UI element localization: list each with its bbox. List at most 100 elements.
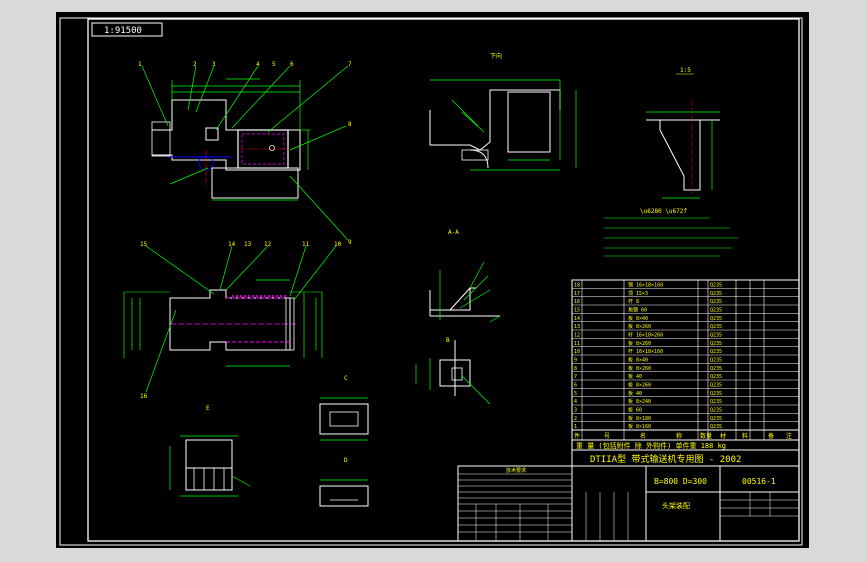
bom-item-name: 钢 16×18×160 [628,282,663,289]
plan-view[interactable]: 15 14 13 12 11 10 16 [123,241,342,400]
main-side-view[interactable]: 1 2 3 4 5 6 7 8 9 [138,61,352,246]
bom-item-name: 板 8×260 [628,382,651,389]
bom-item-material: Q235 [710,333,722,339]
bom-item-material: Q235 [710,324,722,330]
svg-text:10: 10 [334,241,342,248]
part-name: 头架装配 [662,501,690,510]
bom-item-number: 15 [574,308,580,314]
section-a-view[interactable]: A-A [429,229,501,323]
svg-text:11: 11 [302,241,310,248]
svg-text:2: 2 [193,61,197,68]
bom-item-material: Q235 [710,408,722,414]
svg-text:9: 9 [348,239,352,246]
bom-item-material: Q235 [710,374,722,380]
bottom-left-view[interactable]: E [169,405,251,497]
section-label: A-A [448,229,459,236]
bom-item-name: 板 8×40 [628,315,648,322]
svg-text:3: 3 [212,61,216,68]
view-c[interactable]: C [319,375,369,441]
svg-text:13: 13 [244,241,252,248]
bom-item-name: 板 8×260 [628,323,651,330]
bom-item-name: 杆 16×18×160 [628,348,663,355]
detail-b-view[interactable]: B [415,337,491,405]
svg-text:14: 14 [228,241,236,248]
bom-item-material: Q235 [710,391,722,397]
bom-item-number: 18 [574,283,580,289]
bom-item-name: 板 40 [628,373,642,380]
bom-header-cell: 备 [768,432,774,440]
bom-item-material: Q235 [710,308,722,314]
bom-item-number: 16 [574,299,580,305]
bom-header-cell: 号 [604,433,610,440]
svg-text:7: 7 [348,61,352,68]
view-c-label: C [344,375,348,382]
bom-item-number: 13 [574,324,580,330]
bom-header-cell: 材 [720,432,726,440]
bom-item-number: 9 [574,358,577,364]
top-right-view[interactable]: 下向 [429,52,577,171]
drawing-spec: B=800 D=300 [654,477,707,486]
bom-item-number: 1 [574,424,577,430]
bom-item-material: Q235 [710,424,722,430]
bom-item-number: 14 [574,316,580,322]
bom-item-name: 板 8×40 [628,357,648,364]
tech-notes: \u6280 \u672f [604,208,738,257]
bom-header-cell: 名 [640,432,646,440]
bom-item-material: Q235 [710,366,722,372]
bom-item-number: 12 [574,333,580,339]
bom-header-cell: 数量 [700,432,712,440]
svg-text:4: 4 [256,61,260,68]
bom-item-number: 3 [574,408,577,414]
bom-header-cell: 注 [786,432,792,440]
svg-text:6: 6 [290,61,294,68]
bom-item-material: Q235 [710,349,722,355]
svg-text:E: E [206,405,210,412]
svg-text:1:5: 1:5 [680,67,691,74]
bom-item-number: 7 [574,374,577,380]
bom-item-number: 5 [574,391,577,397]
bom-item-material: Q235 [710,358,722,364]
bom-item-name: 杆 16×18×260 [628,332,663,339]
bom-header-cell: 称 [676,432,682,440]
bom-item-name: 板 8×160 [628,423,651,430]
bom-item-material: Q235 [710,416,722,422]
bom-item-name: 角钢 60 [628,307,647,314]
drawing-title: DTIIA型 带式输送机专用图 - 2002 [590,453,741,465]
bom-item-material: Q235 [710,341,722,347]
bom-item-number: 8 [574,366,577,372]
svg-text:8: 8 [348,121,352,128]
bom-item-material: Q235 [710,316,722,322]
scale-box [91,22,163,37]
drawing-canvas[interactable]: 1:91500 1 2 3 4 [56,12,809,548]
outer-frame [59,17,803,546]
view-d[interactable]: D [319,457,369,507]
cad-drawing[interactable]: 1:91500 1 2 3 4 [56,12,809,548]
weight-row-text: 重 量 (包括附件 除 外购件) 单件重 188 kg [576,441,726,450]
scale-label: 1:91500 [104,26,142,36]
bom-item-material: Q235 [710,283,722,289]
bom-item-name: 板 40 [628,390,642,397]
bom-item-number: 11 [574,341,580,347]
view-d-label: D [344,457,348,464]
bom-header-cell: 件 [574,432,580,440]
bom-item-name: 板 60 [628,407,642,414]
bom-item-name: 板 8×260 [628,340,651,347]
svg-text:5: 5 [272,61,276,68]
svg-text:\u6280 \u672f: \u6280 \u672f [640,208,687,215]
gusset-view[interactable]: 1:5 [646,67,720,199]
bom-item-material: Q235 [710,383,722,389]
bom-item-name: 顶 15×3 [628,291,648,297]
detail-label: B [446,337,450,344]
bom-item-number: 17 [574,291,580,297]
svg-text:12: 12 [264,241,272,248]
svg-text:15: 15 [140,241,148,248]
title-block[interactable]: 技术要求 B=800 D=300 00516-1 头架装配 [457,465,800,542]
bom-header: 件号名称数量材料备注 [574,432,792,440]
bom-item-material: Q235 [710,399,722,405]
bom-item-number: 10 [574,349,580,355]
bom-item-number: 2 [574,416,577,422]
drawing-code: 00516-1 [742,477,776,486]
bom-item-name: 板 8×260 [628,365,651,372]
